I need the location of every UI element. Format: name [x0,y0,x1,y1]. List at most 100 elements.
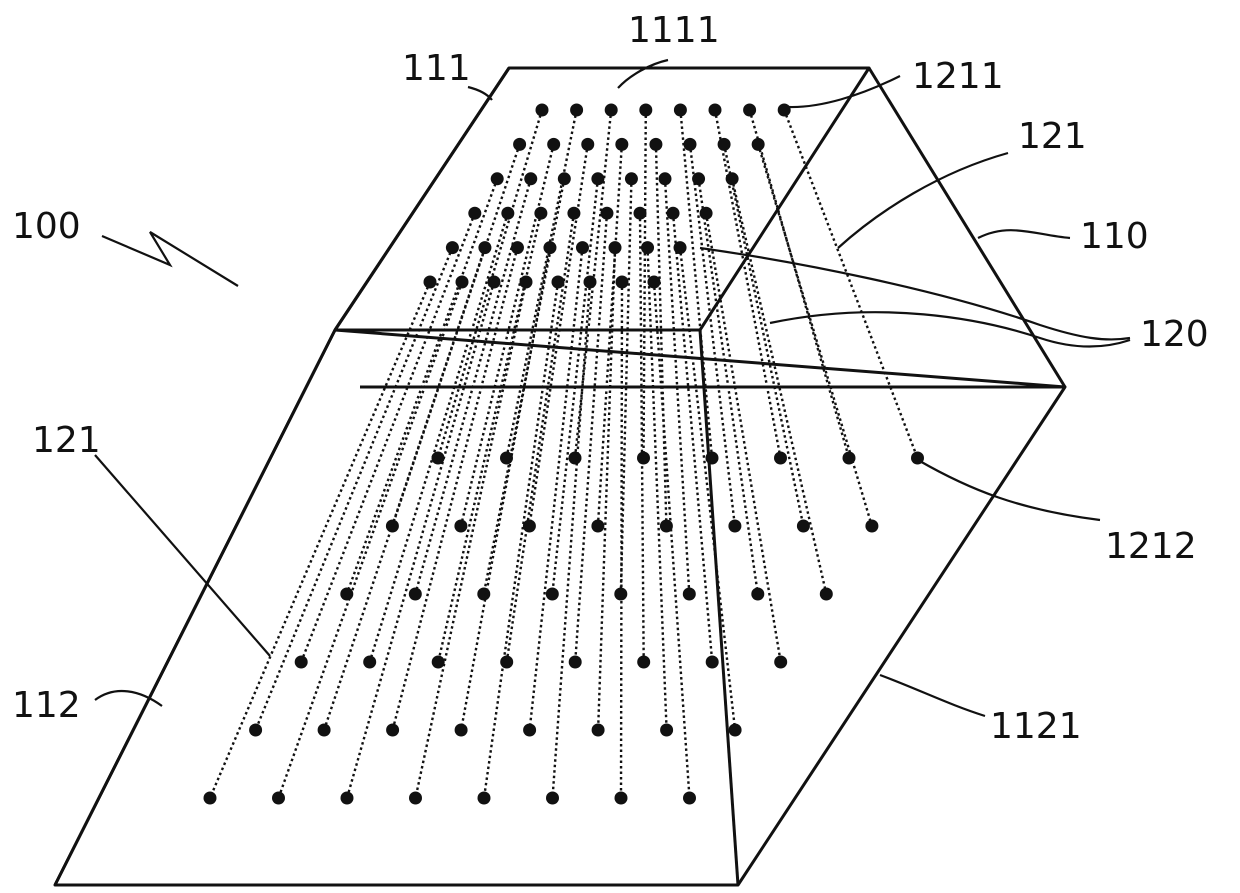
fiber-top-end-dot [600,207,613,220]
fiber-bottom-end-dot [409,588,422,601]
fiber-bottom-end-dot [683,588,696,601]
fiber-top-end-dot [488,276,501,289]
fiber-top-end-dot [513,138,526,151]
label-121-left: 121 [32,420,101,461]
leader-121-left [95,455,270,656]
fiber-top-end-dot [641,241,654,254]
fiber-top-end-dot [478,241,491,254]
optical-fiber [715,110,781,458]
fiber-bottom-end-dot [774,452,787,465]
fiber-top-end-dot [547,138,560,151]
fiber-bottom-end-dot [569,452,582,465]
fiber-bottom-end-dot [729,724,742,737]
optical-fiber [279,282,463,798]
optical-fiber [656,144,666,526]
taper-body-outline [55,68,1065,885]
fiber-top-end-dot [726,172,739,185]
fiber-bottom-end-dot [546,792,559,805]
fiber-top-end-dot [692,172,705,185]
label-110: 110 [1080,216,1149,257]
fiber-top-end-dot [718,138,731,151]
fiber-bottom-end-dot [409,792,422,805]
fiber-bottom-end-dot [204,792,217,805]
fiber-bottom-end-dot [454,520,467,533]
fiber-top-end-dot [491,172,504,185]
label-1212: 1212 [1105,526,1197,567]
fiber-top-end-dot [558,172,571,185]
label-1111: 1111 [628,10,720,51]
fiber-bottom-end-dot [478,792,491,805]
fiber-bottom-end-dot [706,656,719,669]
edge-top-left [335,68,509,330]
fiber-top-end-dot [591,172,604,185]
optical-fiber [621,282,622,798]
label-1211: 1211 [912,56,1004,97]
fiber-bottom-end-dot [637,656,650,669]
optical-fiber [640,213,644,662]
fiber-bottom-end-dot [592,724,605,737]
optical-fiber [416,282,527,798]
fiber-top-end-dot [609,241,622,254]
optical-fiber-array [204,104,925,805]
fiber-bottom-end-dot [523,520,536,533]
optical-fiber [598,248,615,730]
fiber-bottom-end-dot [455,724,468,737]
fiber-bottom-end-dot [660,724,673,737]
optical-fiber [324,248,485,730]
fiber-bottom-end-dot [614,588,627,601]
fiber-top-end-dot [674,241,687,254]
fiber-bottom-end-dot [569,656,582,669]
edge-front-left [55,330,335,885]
fiber-top-end-dot [605,104,618,117]
fiber-top-end-dot [639,104,652,117]
fiber-top-end-dot [534,207,547,220]
fiber-top-end-dot [584,276,597,289]
label-112: 112 [12,685,81,726]
fiber-top-end-dot [576,241,589,254]
optical-fiber [393,248,518,730]
leader-100 [102,232,238,286]
fiber-top-end-dot [634,207,647,220]
fiber-top-end-dot [468,207,481,220]
leader-110 [978,230,1070,238]
leader-1111 [618,60,668,88]
label-1121: 1121 [990,706,1082,747]
fiber-top-end-dot [520,276,533,289]
fiber-bottom-end-dot [318,724,331,737]
fiber-bottom-end-dot [477,588,490,601]
fiber-top-end-dot [570,104,583,117]
fiber-bottom-end-dot [341,792,354,805]
optical-fiber [680,110,712,458]
fiber-bottom-end-dot [728,520,741,533]
fiber-bottom-end-dot [615,792,628,805]
leader-120-b [770,312,1130,346]
reference-labels: 100 111 1111 1211 121 110 120 1212 1121 … [12,10,1209,747]
fiber-top-end-dot [674,104,687,117]
label-120: 120 [1140,314,1209,355]
fiber-top-end-dot [424,276,437,289]
fiber-top-end-dot [709,104,722,117]
fiber-top-end-dot [446,241,459,254]
fiber-top-end-dot [581,138,594,151]
leader-1121 [880,675,985,716]
fiber-bottom-end-dot [432,656,445,669]
fiber-top-end-dot [659,172,672,185]
fiber-top-end-dot [552,276,565,289]
optical-fiber [648,248,667,730]
fiber-bottom-end-dot [797,520,810,533]
fiber-top-end-dot [615,138,628,151]
fiber-top-end-dot [616,276,629,289]
fiber-bottom-end-dot [272,792,285,805]
fiber-bottom-end-dot [523,724,536,737]
optical-fiber [690,144,735,526]
fiber-top-end-dot [700,207,713,220]
fiber-top-end-dot [743,104,756,117]
fiber-top-end-dot [649,138,662,151]
optical-fiber [598,144,622,526]
optical-fiber [461,144,554,526]
fiber-top-end-dot [511,241,524,254]
fiber-bottom-end-dot [774,656,787,669]
fiber-top-end-dot [567,207,580,220]
fiber-bottom-end-dot [363,656,376,669]
fiber-top-end-dot [625,172,638,185]
